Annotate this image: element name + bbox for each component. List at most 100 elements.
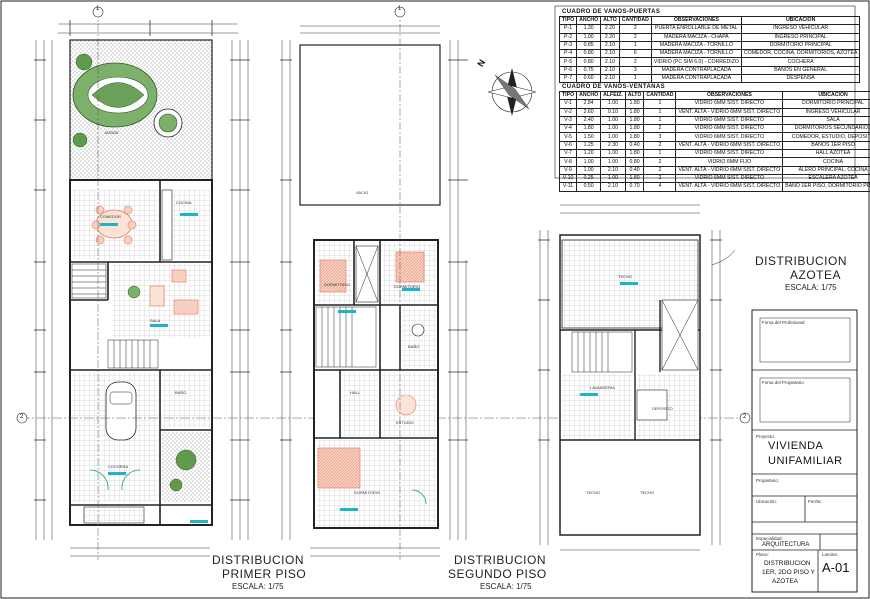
table-cell: P-2 [558, 32, 578, 42]
room-label-estudio: ESTUDIO [396, 420, 414, 425]
level-tag [180, 213, 198, 216]
table-cell: 2 [618, 24, 652, 34]
tb-plan-line1: DISTRIBUCION [764, 560, 811, 567]
table-cell: COCINA [782, 157, 870, 167]
table-cell: V-5 [558, 132, 578, 142]
table-cell: VENT. ALTA - VIDRIO 6MM SIST. DIRECTO [675, 140, 784, 151]
table-cell: 2.20 [600, 24, 620, 34]
level-tag [580, 393, 598, 396]
table-cell: VIDRIO 6MM SIST. DIRECTO [675, 124, 784, 134]
table-cell: 6 [618, 49, 652, 59]
table-cell: SALA [782, 115, 870, 126]
room-label-techo: TECHO [618, 274, 632, 279]
table-cell: VIDRIO 6MM SIST. DIRECTO [675, 149, 784, 159]
table-cell: VIDRIO 6MM FIJO [675, 157, 784, 167]
caption-second-floor-scale: ESCALA: 1/75 [480, 582, 532, 591]
table-cell: 0.80 [624, 157, 645, 167]
first-floor-plan [34, 6, 250, 560]
table-cell: 1.00 [600, 157, 626, 167]
table-cell: 2.10 [600, 40, 620, 51]
table-cell: V-3 [558, 115, 578, 126]
tb-owner-signature: Firma del Propietario [762, 380, 804, 385]
table-cell: DORMITORIOS SECUNDARIOS [782, 124, 870, 134]
table-cell: INGRESO PRINCIPAL [740, 32, 861, 42]
caption-first-floor-line1: DISTRIBUCION [212, 553, 305, 567]
tb-owner-label: Propietario: [756, 478, 780, 483]
table-cell: BAÑOS 1ER PISO [782, 140, 870, 151]
table-cell: 1 [643, 115, 677, 126]
table-cell: 2 [643, 124, 677, 134]
table-cell: 0.50 [576, 182, 602, 192]
table-cell: COCHERA [740, 57, 861, 67]
table-cell: 1.80 [576, 124, 602, 134]
table-cell: 2.10 [600, 65, 620, 76]
table-cell: COMEDOR, ESTUDIO, DEPOSITO [782, 132, 870, 142]
table-cell: 2 [618, 32, 652, 42]
room-label-dormitorio-1: DORMITORIO [324, 282, 350, 287]
table-cell: HALL AZOTEA [782, 149, 870, 159]
table-cell: BAÑO 1ER PISO, DORMITORIO PRINC. [782, 182, 870, 192]
caption-first-floor-scale: ESCALA: 1/75 [232, 582, 284, 591]
table-cell: DORMITORIO PRINCIPAL [740, 40, 861, 51]
table-cell: 1.00 [600, 132, 626, 142]
table-cell: P-4 [558, 49, 578, 59]
second-floor-plan [280, 6, 468, 560]
table-cell: 1 [643, 107, 677, 117]
roof-plan [538, 204, 736, 551]
table-cell: V-11 [558, 182, 578, 192]
level-tag [340, 508, 358, 511]
table-cell: 0.80 [576, 49, 602, 59]
level-tag [108, 472, 126, 475]
table-cell: 1.00 [576, 32, 602, 42]
caption-second-floor-line2: SEGUNDO PISO [448, 567, 547, 581]
table-cell: P-6 [558, 65, 578, 76]
table-cell: 1.20 [576, 149, 602, 159]
table-cell: 1.80 [624, 132, 645, 142]
tb-project-line2: UNIFAMILIAR [768, 455, 843, 467]
table-cell: 1.00 [600, 115, 626, 126]
table-cell: VIDRIO 6MM SIST. DIRECTO [675, 173, 784, 184]
table-cell: P-1 [558, 24, 578, 34]
table-cell: 2 [643, 140, 677, 151]
tb-plan-label: Plano: [756, 552, 769, 557]
room-label-bano-2: BAÑO [408, 344, 420, 349]
table-cell: V-6 [558, 140, 578, 151]
table-cell: 1.30 [576, 24, 602, 34]
room-label-techo-3: TECHO [640, 490, 654, 495]
table-cell: 0.25 [576, 173, 602, 184]
title-block-frame [751, 309, 858, 593]
table-cell: MADERA MACIZA - CHAPA [650, 32, 742, 42]
table-cell: DESPENSA [740, 74, 861, 84]
table-cell: 1.80 [624, 99, 645, 109]
table-cell: 2.10 [600, 182, 626, 192]
table-cell: 1.00 [600, 99, 626, 109]
caption-first-floor-line2: PRIMER PISO [222, 567, 307, 581]
room-label-cochera: COCHERA [108, 464, 129, 469]
table-cell: 3 [643, 132, 677, 142]
table-cell: 1.25 [576, 140, 602, 151]
axis-label-top-2: 1 [398, 6, 402, 12]
room-label-dormitorio-2: DORMITORIO [394, 284, 420, 289]
table-cell: 2.30 [600, 140, 626, 151]
level-tag [338, 310, 356, 313]
table-cell: 2.10 [600, 74, 620, 84]
table-cell: 2.60 [576, 107, 602, 117]
doors-table-title: CUADRO DE VANOS-PUERTAS [562, 9, 661, 15]
tb-plan-line2: 1ER, 2DO PISO Y [762, 569, 815, 576]
tb-sheet-label: Lamina: [822, 552, 839, 557]
table-header-cell: ANCHO [576, 15, 602, 26]
table-cell: VIDRIO 6MM SIST. DIRECTO [675, 99, 784, 109]
table-cell: 4 [643, 182, 677, 192]
